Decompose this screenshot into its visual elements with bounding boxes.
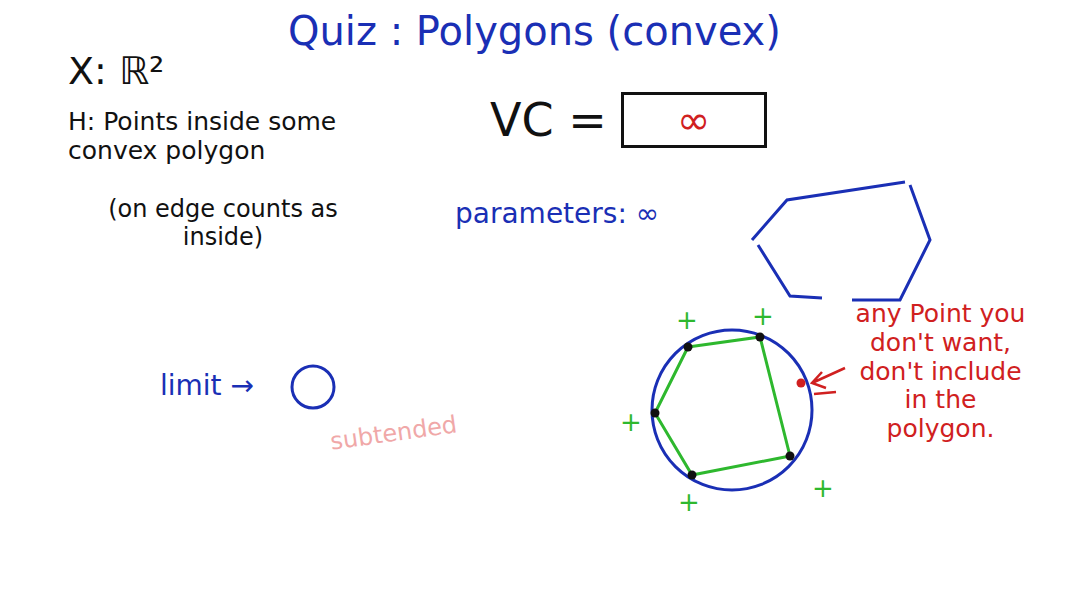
note-label: (on edge counts as inside) bbox=[98, 196, 348, 251]
limit-label: limit → bbox=[160, 370, 254, 402]
parameters-label: parameters: ∞ bbox=[455, 198, 659, 230]
limit-circle bbox=[292, 366, 334, 408]
faint-note: subtended bbox=[329, 411, 459, 456]
plus-sign: + bbox=[620, 408, 642, 438]
points bbox=[651, 333, 795, 480]
callout-note: any Point you don't want, don't include … bbox=[848, 300, 1033, 444]
title: Quiz : Polygons (convex) bbox=[288, 8, 781, 54]
vc-label: VC = bbox=[490, 93, 607, 147]
hexagon-sketch bbox=[752, 182, 930, 300]
circle-sketch bbox=[652, 330, 812, 490]
red-arrow bbox=[812, 368, 845, 394]
plus-sign: + bbox=[812, 474, 834, 504]
convex-polygon bbox=[655, 337, 790, 475]
vc-value: ∞ bbox=[621, 92, 767, 148]
vc-answer: VC = ∞ bbox=[490, 92, 767, 148]
plus-sign: + bbox=[676, 306, 698, 336]
plus-sign: + bbox=[678, 488, 700, 518]
excluded-point bbox=[797, 379, 806, 388]
domain-label: X: ℝ² bbox=[68, 50, 164, 94]
hypothesis-label: H: Points inside some convex polygon bbox=[68, 108, 398, 166]
plus-sign: + bbox=[752, 302, 774, 332]
